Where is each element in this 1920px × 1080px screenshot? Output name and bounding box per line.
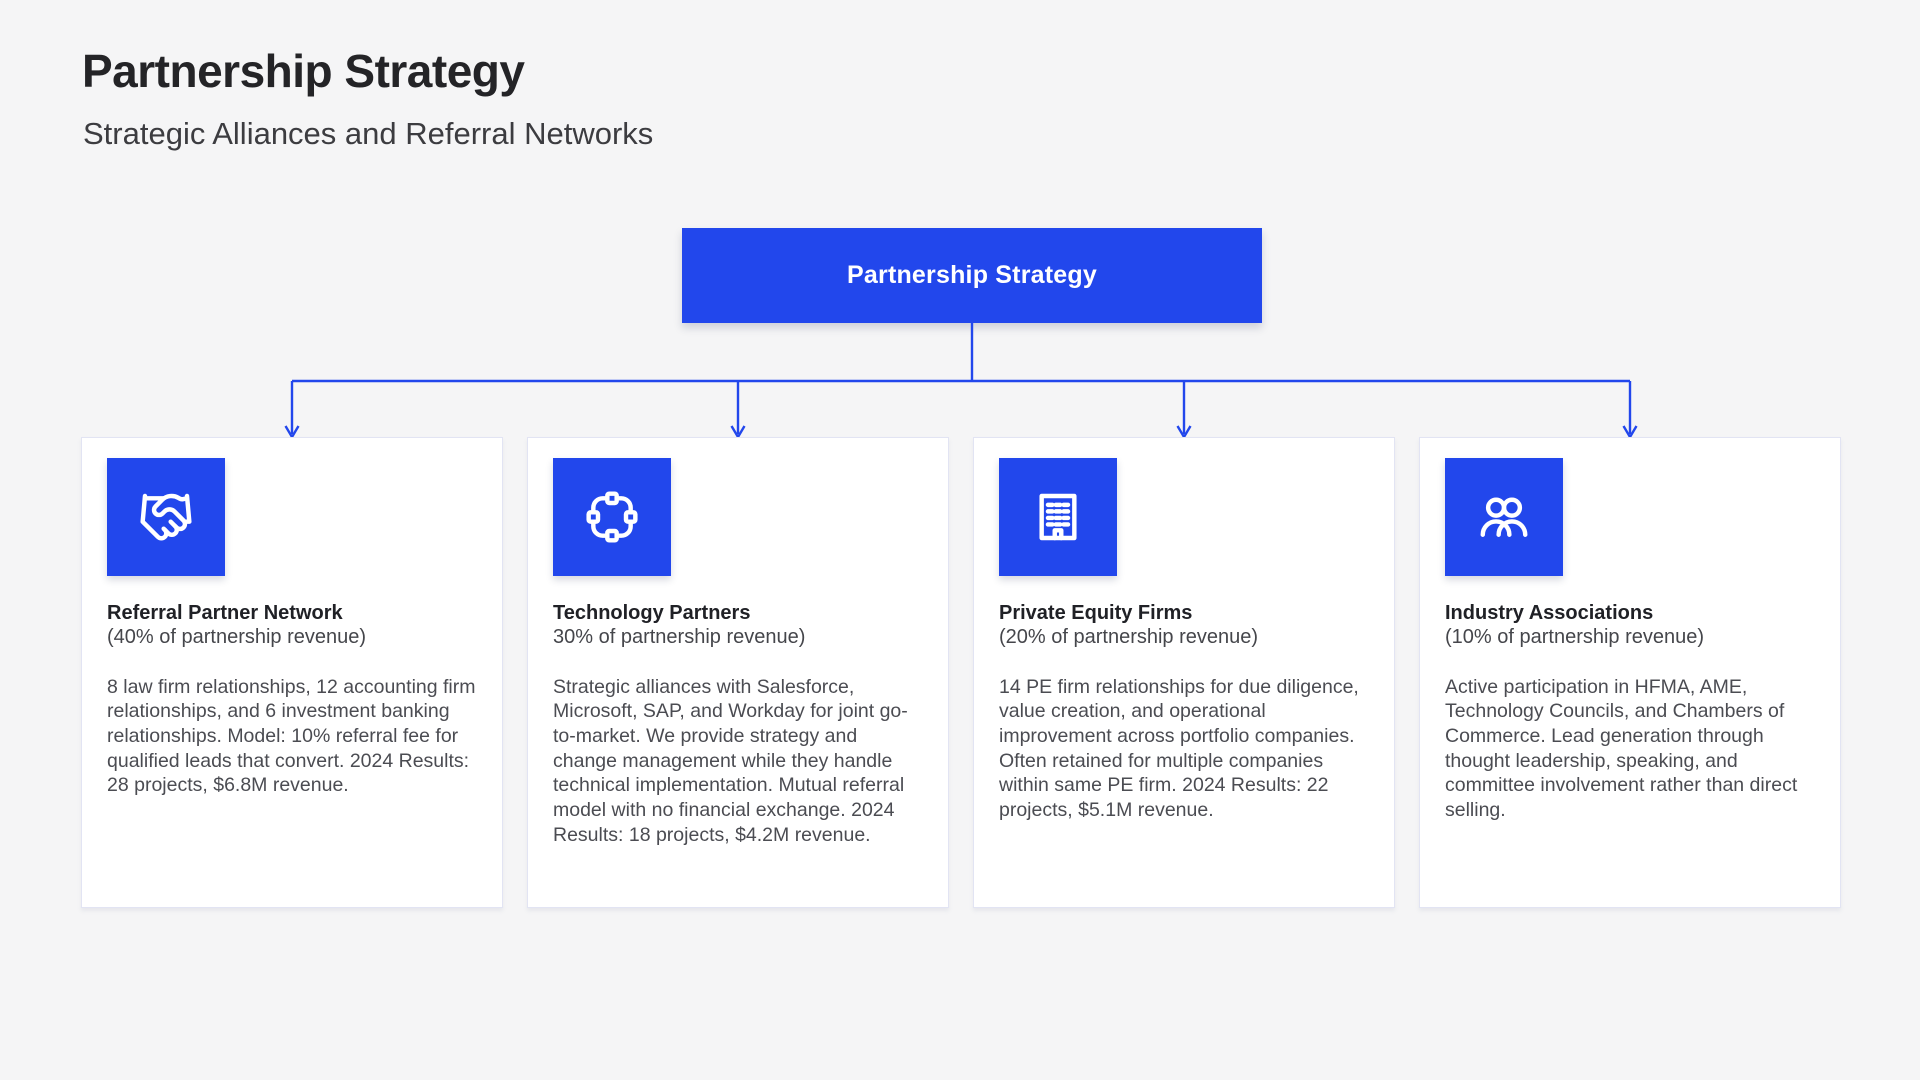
card-icon-box — [1445, 458, 1563, 576]
connector-arrowhead-4 — [1622, 425, 1638, 440]
card-title: Private Equity Firms — [999, 602, 1193, 624]
card-subtitle: (40% of partnership revenue) — [107, 626, 367, 649]
card-body: 14 PE firm relationships for due diligen… — [999, 675, 1359, 822]
card-private-equity-firms: Private Equity Firms (20% of partnership… — [973, 437, 1395, 908]
page-title: Partnership Strategy — [82, 45, 525, 97]
card-title: Industry Associations — [1445, 602, 1654, 624]
connector-arrowhead-2 — [730, 425, 746, 440]
building-icon — [1039, 493, 1077, 541]
card-title: Technology Partners — [553, 602, 751, 624]
card-industry-associations: Industry Associations (10% of partnershi… — [1419, 437, 1841, 908]
card-icon-box — [553, 458, 671, 576]
connector-arrowhead-3 — [1176, 425, 1192, 440]
card-body: Active participation in HFMA, AME, Techn… — [1445, 675, 1798, 822]
card-referral-partner-network: Referral Partner Network (40% of partner… — [81, 437, 503, 908]
card-technology-partners: Technology Partners 30% of partnership r… — [527, 437, 949, 908]
card-subtitle: (10% of partnership revenue) — [1445, 626, 1705, 649]
card-icon-box — [107, 458, 225, 576]
card-subtitle: 30% of partnership revenue) — [553, 626, 806, 649]
page-subtitle: Strategic Alliances and Referral Network… — [83, 116, 654, 151]
users-icon — [1480, 497, 1528, 537]
card-title: Referral Partner Network — [107, 602, 343, 624]
connector-arrowhead-1 — [284, 425, 300, 440]
root-node-label: Partnership Strategy — [847, 261, 1097, 289]
card-icon-box — [999, 458, 1117, 576]
card-subtitle: (20% of partnership revenue) — [999, 626, 1259, 649]
root-node: Partnership Strategy — [682, 228, 1262, 323]
handshake-icon — [140, 493, 192, 541]
card-body: Strategic alliances with Salesforce, Mic… — [553, 675, 908, 846]
network-nodes-icon — [586, 491, 638, 543]
card-body: 8 law firm relationships, 12 accounting … — [107, 675, 476, 797]
